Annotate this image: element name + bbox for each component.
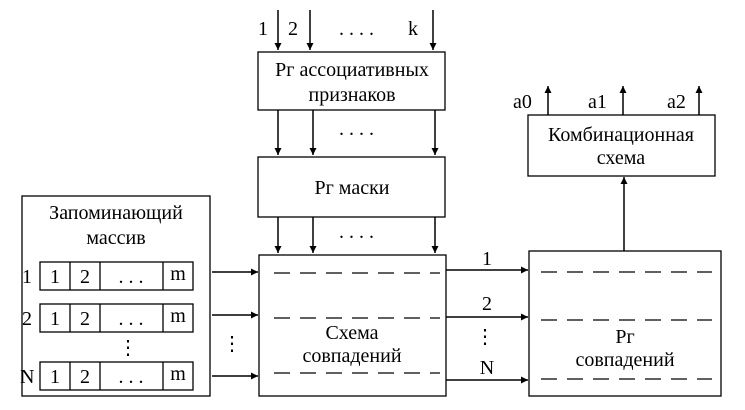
memory-cell: 1 [50, 308, 60, 330]
match-register-box [528, 250, 722, 397]
match-register-label-bg [563, 328, 688, 372]
mask-register-label: Рг маски [314, 177, 389, 199]
input-label-2: 2 [288, 18, 298, 40]
memory-cell: 2 [80, 366, 90, 388]
assoc-register-line2: признаков [308, 84, 395, 106]
output-label-a0: a0 [513, 91, 532, 113]
memory-cell: . . . [119, 308, 144, 330]
mask-register-box [257, 156, 446, 218]
input-ellipsis: . . . . [339, 18, 374, 40]
combinational-box [527, 114, 716, 177]
memory-cell: m [170, 305, 186, 327]
memory-cell: m [170, 263, 186, 285]
memory-row-frame [39, 361, 194, 391]
memory-cell: 2 [80, 266, 90, 288]
memory-cell: 1 [50, 366, 60, 388]
output-arrows [544, 86, 703, 115]
memory-row-label: N [20, 366, 34, 388]
memory-title-line1: Запоминающий [49, 202, 183, 224]
bus-label-1: 1 [482, 248, 492, 270]
combinational-line1: Комбинационная [548, 124, 694, 146]
scheme-to-register-arrows [446, 266, 528, 384]
mask-to-scheme-arrows [274, 217, 439, 253]
bus-dots: ⋮ [475, 326, 495, 348]
memory-cell: . . . [119, 266, 144, 288]
match-scheme-line2: совпадений [302, 345, 401, 367]
input-label-k: k [408, 18, 418, 40]
bus-label-2: 2 [482, 293, 492, 315]
memory-array-box [21, 195, 211, 397]
memory-cell: . . . [119, 366, 144, 388]
memory-row-label: 1 [22, 266, 32, 288]
match-scheme-dashes [274, 272, 440, 374]
memory-vertical-dots: ⋮ [118, 337, 138, 359]
memory-row-n: N 1 2 . . . m [20, 361, 194, 391]
assoc-mask-dots: . . . . [339, 118, 374, 140]
input-label-1: 1 [258, 18, 268, 40]
combinational-line2: схема [597, 147, 646, 169]
memory-row-2: 2 1 2 . . . m [22, 303, 194, 333]
assoc-register-line1: Рг ассоциативных [275, 59, 429, 81]
memory-row-label: 2 [22, 308, 32, 330]
memory-cell: m [170, 363, 186, 385]
match-register-dashes [541, 271, 712, 380]
match-register-line1: Рг [615, 326, 634, 348]
assoc-register-box [257, 51, 446, 111]
memory-row-frame [39, 261, 194, 291]
match-register-line2: совпадений [575, 349, 674, 371]
memory-row-frame [39, 303, 194, 333]
match-scheme-box [258, 254, 447, 397]
output-label-a1: a1 [588, 91, 607, 113]
memory-to-scheme-arrows [212, 268, 258, 380]
memory-side-dots: ⋮ [222, 333, 242, 355]
match-scheme-line1: Схема [325, 322, 378, 344]
memory-row-1: 1 1 2 . . . m [22, 261, 194, 291]
memory-cell: 1 [50, 266, 60, 288]
match-scheme-label-bg [295, 322, 410, 368]
bus-label-n: N [480, 357, 494, 379]
memory-cell: 2 [80, 308, 90, 330]
output-label-a2: a2 [667, 91, 686, 113]
memory-title-line2: массив [86, 227, 145, 249]
input-arrows [274, 10, 437, 50]
assoc-to-mask-arrows [274, 110, 439, 155]
mask-scheme-dots: . . . . [339, 221, 374, 243]
